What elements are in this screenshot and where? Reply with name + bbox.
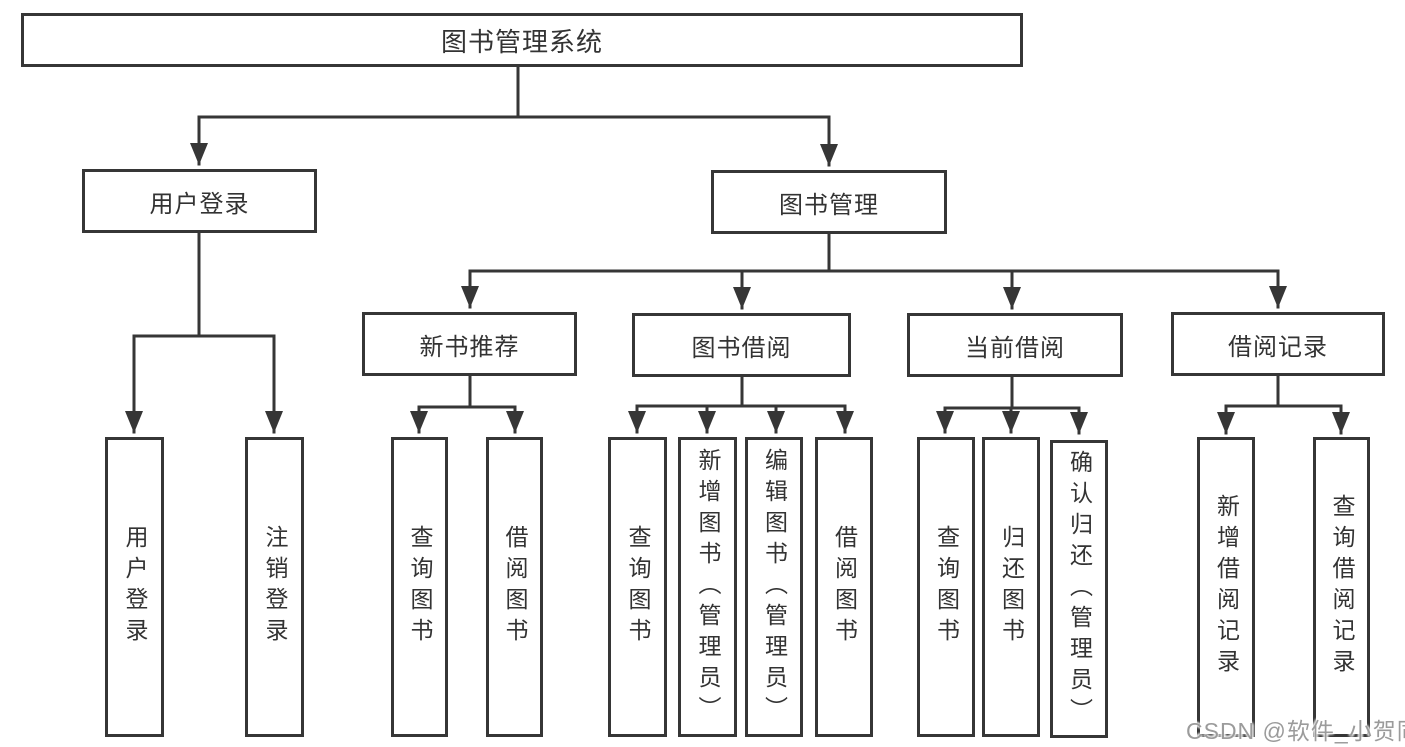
leaf-borrow-books-borrowing: 借阅图书 <box>815 437 873 737</box>
node-label: 查询借阅记录 <box>1329 494 1355 680</box>
node-label: 查询图书 <box>625 525 651 649</box>
node-label: 确认归还（管理员） <box>1066 449 1093 729</box>
leaf-logout: 注销登录 <box>245 437 304 737</box>
leaf-query-books-recommend: 查询图书 <box>391 437 448 737</box>
node-label: 图书管理 <box>779 191 879 219</box>
node-label: 借阅记录 <box>1228 333 1328 361</box>
node-label: 借阅图书 <box>502 525 528 649</box>
node-label: 查询图书 <box>933 525 960 649</box>
node-current-borrowing: 当前借阅 <box>907 313 1123 377</box>
node-label: 新增借阅记录 <box>1213 494 1240 680</box>
node-label: 新书推荐 <box>419 333 520 361</box>
leaf-borrow-books-recommend: 借阅图书 <box>486 437 543 737</box>
node-label: 当前借阅 <box>965 334 1065 362</box>
node-label: 借阅图书 <box>831 525 858 649</box>
node-label: 图书借阅 <box>691 334 792 362</box>
leaf-return-books: 归还图书 <box>982 437 1040 737</box>
node-new-book-recommend: 新书推荐 <box>362 312 577 376</box>
leaf-user-login: 用户登录 <box>105 437 164 737</box>
leaf-edit-books-admin: 编辑图书（管理员） <box>745 437 803 737</box>
leaf-query-borrow-record: 查询借阅记录 <box>1313 437 1370 737</box>
node-user-login-branch: 用户登录 <box>82 169 317 233</box>
leaf-query-books-current: 查询图书 <box>917 437 975 737</box>
leaf-confirm-return-admin: 确认归还（管理员） <box>1050 440 1108 738</box>
leaf-add-borrow-record: 新增借阅记录 <box>1197 437 1255 737</box>
node-book-management: 图书管理 <box>711 170 947 234</box>
node-label: 用户登录 <box>149 190 250 218</box>
node-book-management-system: 图书管理系统 <box>21 13 1023 67</box>
node-label: 用户登录 <box>122 525 148 649</box>
leaf-add-books-admin: 新增图书（管理员） <box>678 437 737 737</box>
node-book-borrowing: 图书借阅 <box>632 313 851 377</box>
node-label: 查询图书 <box>407 525 433 649</box>
node-borrow-records: 借阅记录 <box>1171 312 1385 376</box>
node-label: 注销登录 <box>262 525 288 649</box>
node-label: 归还图书 <box>998 525 1025 649</box>
leaf-query-books-borrowing: 查询图书 <box>608 437 667 737</box>
node-label: 新增图书（管理员） <box>695 447 721 727</box>
node-label: 图书管理系统 <box>440 26 603 57</box>
csdn-watermark: CSDN @软件_小贺同学 <box>1186 718 1405 744</box>
node-label: 编辑图书（管理员） <box>761 447 788 727</box>
